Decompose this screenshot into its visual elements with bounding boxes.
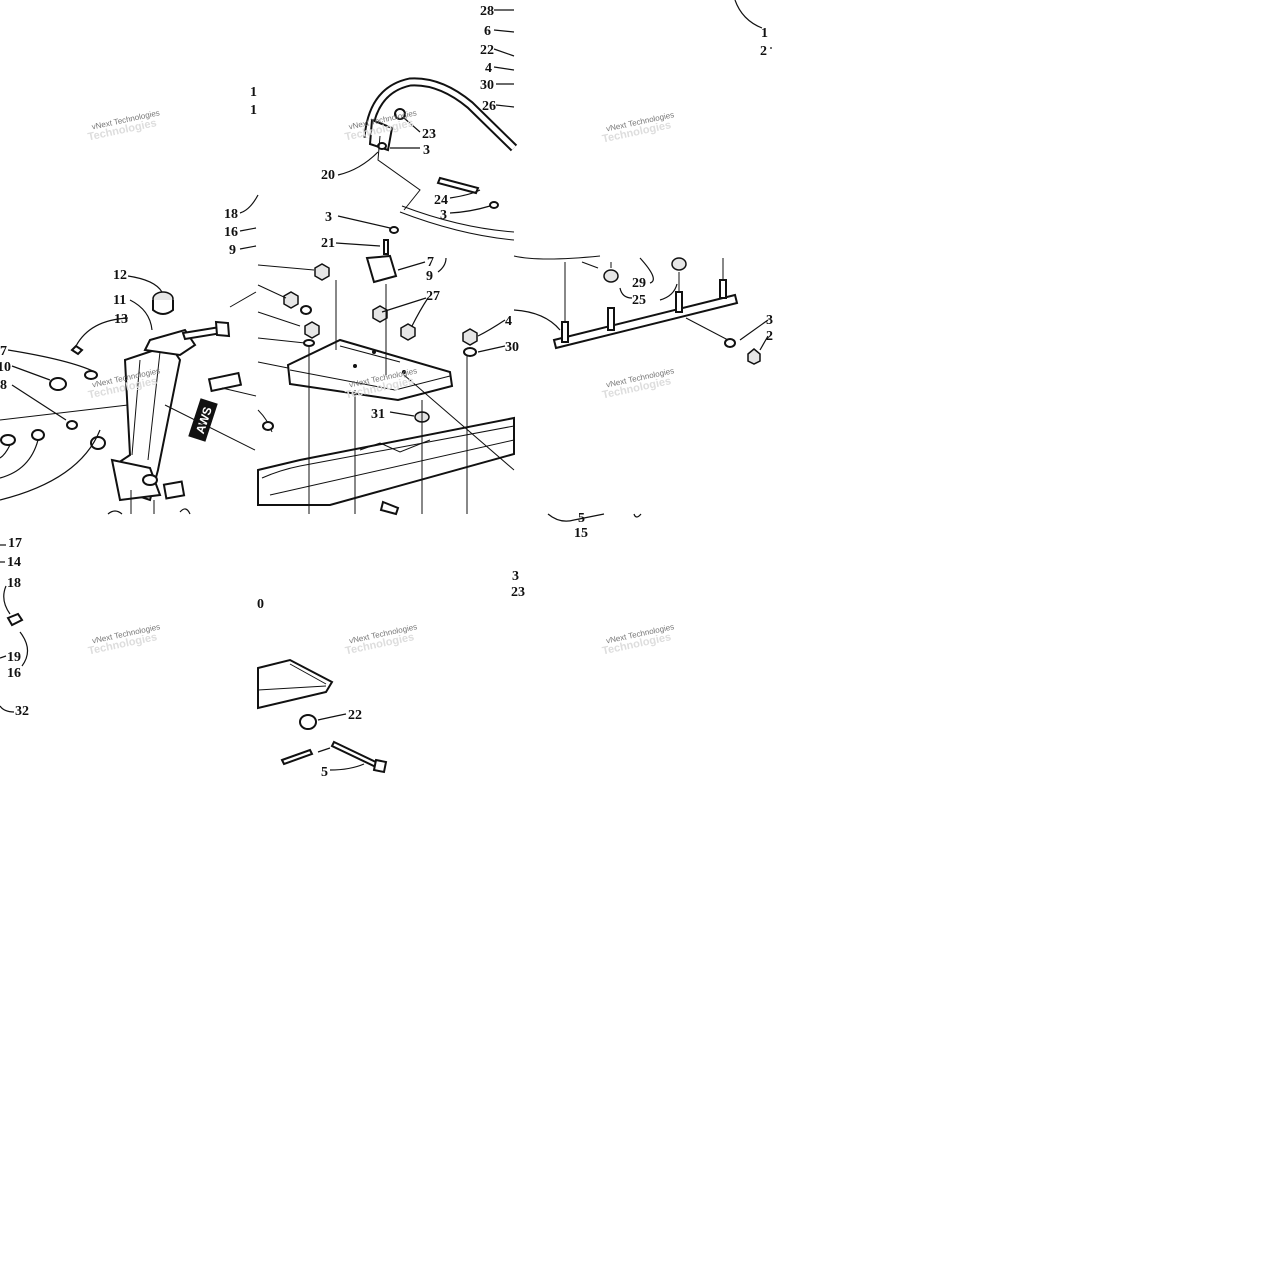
callout-label: 17 <box>8 536 22 551</box>
callout-label: 7 <box>427 255 434 270</box>
callout-label: 15 <box>574 526 588 541</box>
lower-right-callouts: 5 15 3 23 <box>511 511 642 600</box>
callout-label: 14 <box>7 555 21 570</box>
callout-label: 2 <box>760 44 767 59</box>
callout-label: 30 <box>480 78 494 93</box>
callout-label: 27 <box>426 289 440 304</box>
callout-label: 20 <box>321 168 335 183</box>
callout-label: 16 <box>224 225 238 240</box>
callout-label: 2 <box>766 329 773 344</box>
callout-label: 1 <box>250 85 257 100</box>
callout-label: 3 <box>512 569 519 584</box>
callout-label: 12 <box>113 268 127 283</box>
callout-label: 6 <box>484 24 491 39</box>
ski-assembly: 23 3 20 24 3 3 21 7 9 27 4 30 31 <box>257 77 519 516</box>
callout-label: 30 <box>505 340 519 355</box>
callout-label: 0 <box>257 597 264 612</box>
callout-label: 5 <box>578 511 585 526</box>
callout-label: 1 <box>761 26 768 41</box>
callout-label: 25 <box>632 293 646 308</box>
callout-label: 3 <box>423 143 430 158</box>
callout-label: 18 <box>224 207 238 222</box>
callout-label: 13 <box>114 312 128 327</box>
lower-left-callouts: 17 14 18 0 19 16 32 <box>0 536 264 719</box>
callout-label: 21 <box>321 236 335 251</box>
callout-label: 10 <box>0 360 11 375</box>
callout-label: 3 <box>766 313 773 328</box>
lower-center-parts: 22 5 <box>257 658 388 780</box>
callout-label: 1 <box>250 103 257 118</box>
callout-label: 9 <box>229 243 236 258</box>
callout-label: 8 <box>0 378 7 393</box>
callout-label: 22 <box>480 43 494 58</box>
callout-label: 11 <box>113 293 126 308</box>
callout-label: 3 <box>440 208 447 223</box>
callout-label: 4 <box>485 61 492 76</box>
top-strip-callouts: 28 6 22 4 30 26 1 2 <box>480 0 772 114</box>
callout-label: 32 <box>15 704 29 719</box>
callout-label: 31 <box>371 407 385 422</box>
wear-bar-assembly: 29 25 3 2 <box>513 255 773 365</box>
callout-label: 9 <box>426 269 433 284</box>
callout-label: 22 <box>348 708 362 723</box>
callout-label: 18 <box>7 576 21 591</box>
callout-label: 29 <box>632 276 646 291</box>
callout-label: 26 <box>482 99 496 114</box>
callout-label: 4 <box>505 314 512 329</box>
callout-label: 5 <box>321 765 328 780</box>
callout-label: 3 <box>325 210 332 225</box>
callout-label: 7 <box>0 344 7 359</box>
callout-label: 23 <box>422 127 436 142</box>
callout-label: 28 <box>480 4 494 19</box>
callout-label: 16 <box>7 666 21 681</box>
callout-label: 23 <box>511 585 525 600</box>
callout-label: 19 <box>7 650 21 665</box>
callout-label: 24 <box>434 193 448 208</box>
spindle-assembly: AWS 1 1 18 16 9 12 11 13 7 10 8 <box>0 85 259 515</box>
